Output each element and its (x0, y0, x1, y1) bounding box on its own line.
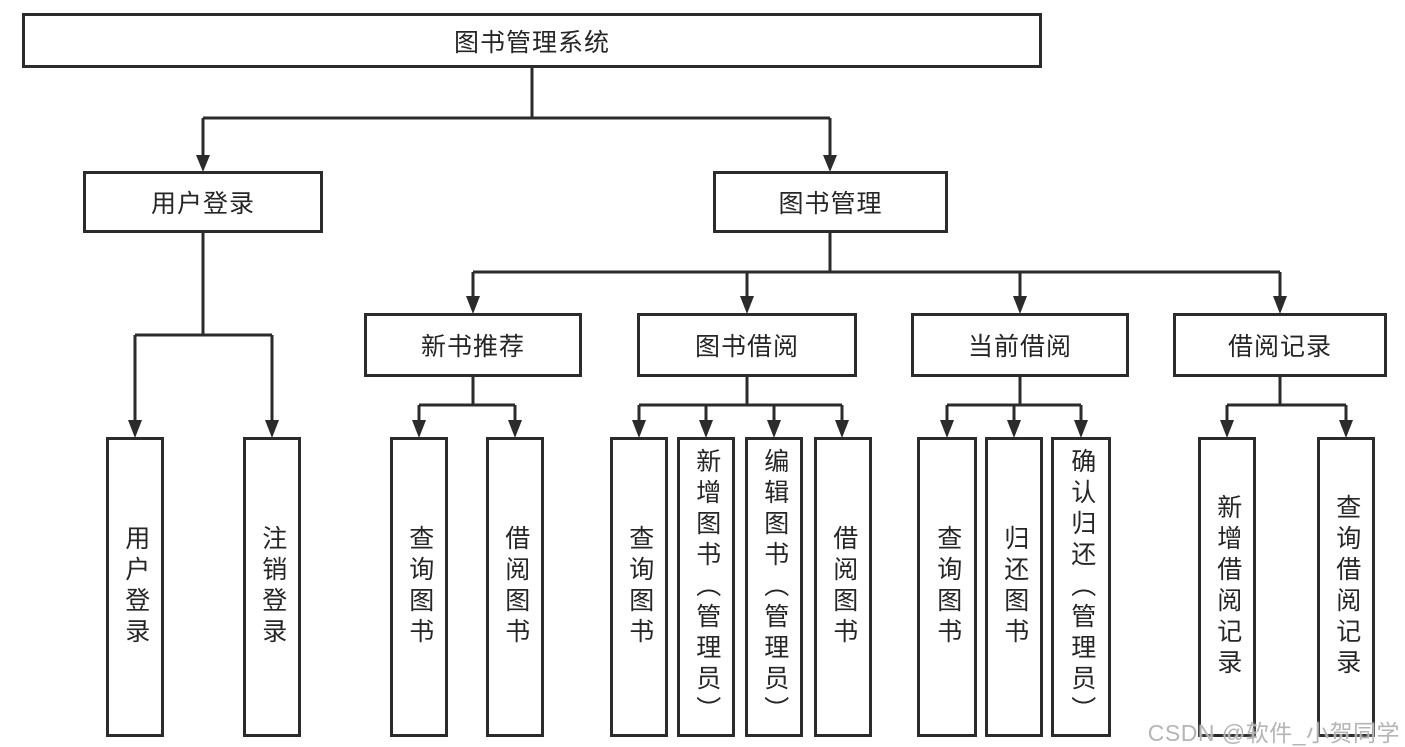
leaf-label: 查询图书 (625, 525, 654, 649)
node-leaf-add-borrow-record: 新增借阅记录 (1198, 437, 1256, 737)
node-leaf-return-book: 归还图书 (985, 437, 1043, 737)
connector-book-borrow-split (637, 377, 844, 423)
node-book-management: 图书管理 (713, 171, 948, 233)
connector-root-drop (201, 68, 832, 157)
node-leaf-logout: 注销登录 (243, 437, 301, 737)
node-leaf-user-login: 用户登录 (106, 437, 164, 737)
leaf-label: 注销登录 (258, 525, 287, 649)
leaf-label: 借阅图书 (829, 525, 858, 649)
connector-book-management-split (471, 233, 1282, 299)
node-leaf-query-book-1: 查询图书 (390, 437, 448, 737)
leaf-label: 归还图书 (1000, 525, 1029, 649)
node-user-login: 用户登录 (83, 171, 323, 233)
node-leaf-borrow-book-2: 借阅图书 (814, 437, 872, 737)
node-borrow-record: 借阅记录 (1173, 313, 1387, 377)
connector-new-book-split (417, 377, 517, 423)
connector-current-borrow-split (945, 377, 1083, 423)
csdn-watermark: CSDN @软件_小贺同学 (1147, 720, 1400, 746)
node-leaf-query-book-3: 查询图书 (917, 437, 977, 737)
node-leaf-borrow-book-1: 借阅图书 (486, 437, 544, 737)
node-leaf-query-book-2: 查询图书 (610, 437, 668, 737)
leaf-label: 查询借阅记录 (1332, 494, 1361, 680)
leaf-label: 用户登录 (121, 525, 150, 649)
node-leaf-edit-book-admin: 编辑图书（管理员） (745, 437, 803, 737)
connector-borrow-record-split (1225, 377, 1348, 423)
leaf-label: 查询图书 (933, 525, 962, 649)
leaf-label: 查询图书 (405, 525, 434, 649)
leaf-label: 借阅图书 (501, 525, 530, 649)
node-current-borrow: 当前借阅 (911, 313, 1129, 377)
node-leaf-add-book-admin: 新增图书（管理员） (677, 437, 735, 737)
leaf-label: 新增借阅记录 (1213, 494, 1242, 680)
node-leaf-query-borrow-record: 查询借阅记录 (1317, 437, 1375, 737)
node-new-book-recommend: 新书推荐 (364, 313, 582, 377)
node-root: 图书管理系统 (22, 13, 1042, 68)
arrowheads (128, 155, 1353, 438)
node-leaf-confirm-return-admin: 确认归还（管理员） (1051, 437, 1111, 737)
leaf-label: 新增图书（管理员） (692, 447, 721, 727)
connector-user-login-split (133, 233, 274, 423)
leaf-label: 确认归还（管理员） (1067, 447, 1096, 727)
node-book-borrow: 图书借阅 (637, 313, 857, 377)
leaf-label: 编辑图书（管理员） (760, 447, 789, 727)
